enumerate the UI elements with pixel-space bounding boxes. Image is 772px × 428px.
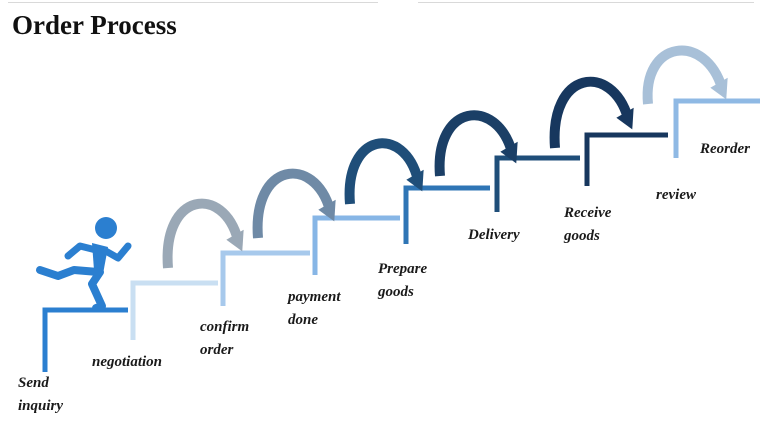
stair-step-8 — [673, 98, 760, 158]
runner-front-arm-icon — [100, 242, 132, 262]
stair-step-6 — [494, 155, 580, 212]
step-label-prepare-goods: Prepare goods — [378, 258, 427, 304]
step-label-line: negotiation — [92, 354, 163, 370]
curved-arrow-3 — [344, 138, 423, 205]
step-label-negotiation: negotiation — [92, 351, 162, 374]
runner-front-leg-icon — [88, 268, 106, 312]
step-label-send-inquiry: Send inquiry — [18, 372, 63, 418]
curved-arrow-6 — [642, 45, 727, 105]
top-rule-left — [8, 2, 378, 3]
step-label-receive-goods: Receive goods — [564, 202, 611, 248]
curved-arrow-1 — [162, 198, 243, 269]
step-label-confirm-order: confirm order — [200, 316, 249, 362]
curved-arrow-head-3 — [406, 169, 424, 192]
curved-arrow-head-5 — [616, 107, 634, 130]
step-label-line: Receive — [564, 205, 612, 221]
runner-back-leg-icon — [36, 266, 102, 280]
curved-arrow-head-2 — [318, 199, 336, 222]
step-label-line: confirm — [200, 319, 250, 335]
runner-back-arm-icon — [64, 242, 100, 260]
step-label-reorder: Reorder — [700, 138, 750, 161]
step-label-line: Send — [18, 375, 49, 391]
runner-head-icon — [95, 217, 117, 239]
step-label-line: done — [288, 312, 318, 328]
stair-step-3 — [220, 250, 310, 306]
stair-step-5 — [403, 185, 490, 244]
curved-arrow-2 — [252, 168, 335, 239]
step-label-review: review — [656, 184, 696, 207]
curved-arrow-4 — [434, 110, 517, 177]
step-label-line: payment — [288, 289, 341, 305]
curved-arrow-head-4 — [500, 141, 518, 164]
step-label-line: Delivery — [468, 227, 520, 243]
curved-arrow-head-1 — [226, 229, 244, 252]
step-label-line: goods — [378, 284, 414, 300]
step-label-delivery: Delivery — [468, 224, 520, 247]
step-label-line: Prepare — [378, 261, 428, 277]
stair-step-2 — [130, 280, 218, 340]
diagram-title: Order Process — [12, 10, 177, 40]
step-label-line: review — [656, 187, 696, 203]
top-rule-right — [418, 2, 754, 3]
step-label-line: order — [200, 342, 234, 358]
step-label-line: goods — [564, 228, 600, 244]
curved-arrow-head-6 — [710, 77, 728, 100]
stair-step-7 — [584, 132, 668, 186]
step-label-payment-done: payment done — [288, 286, 341, 332]
step-label-line: Reorder — [700, 141, 750, 157]
curved-arrow-5 — [549, 76, 633, 149]
step-label-line: inquiry — [18, 398, 64, 414]
stair-step-4 — [312, 215, 400, 275]
